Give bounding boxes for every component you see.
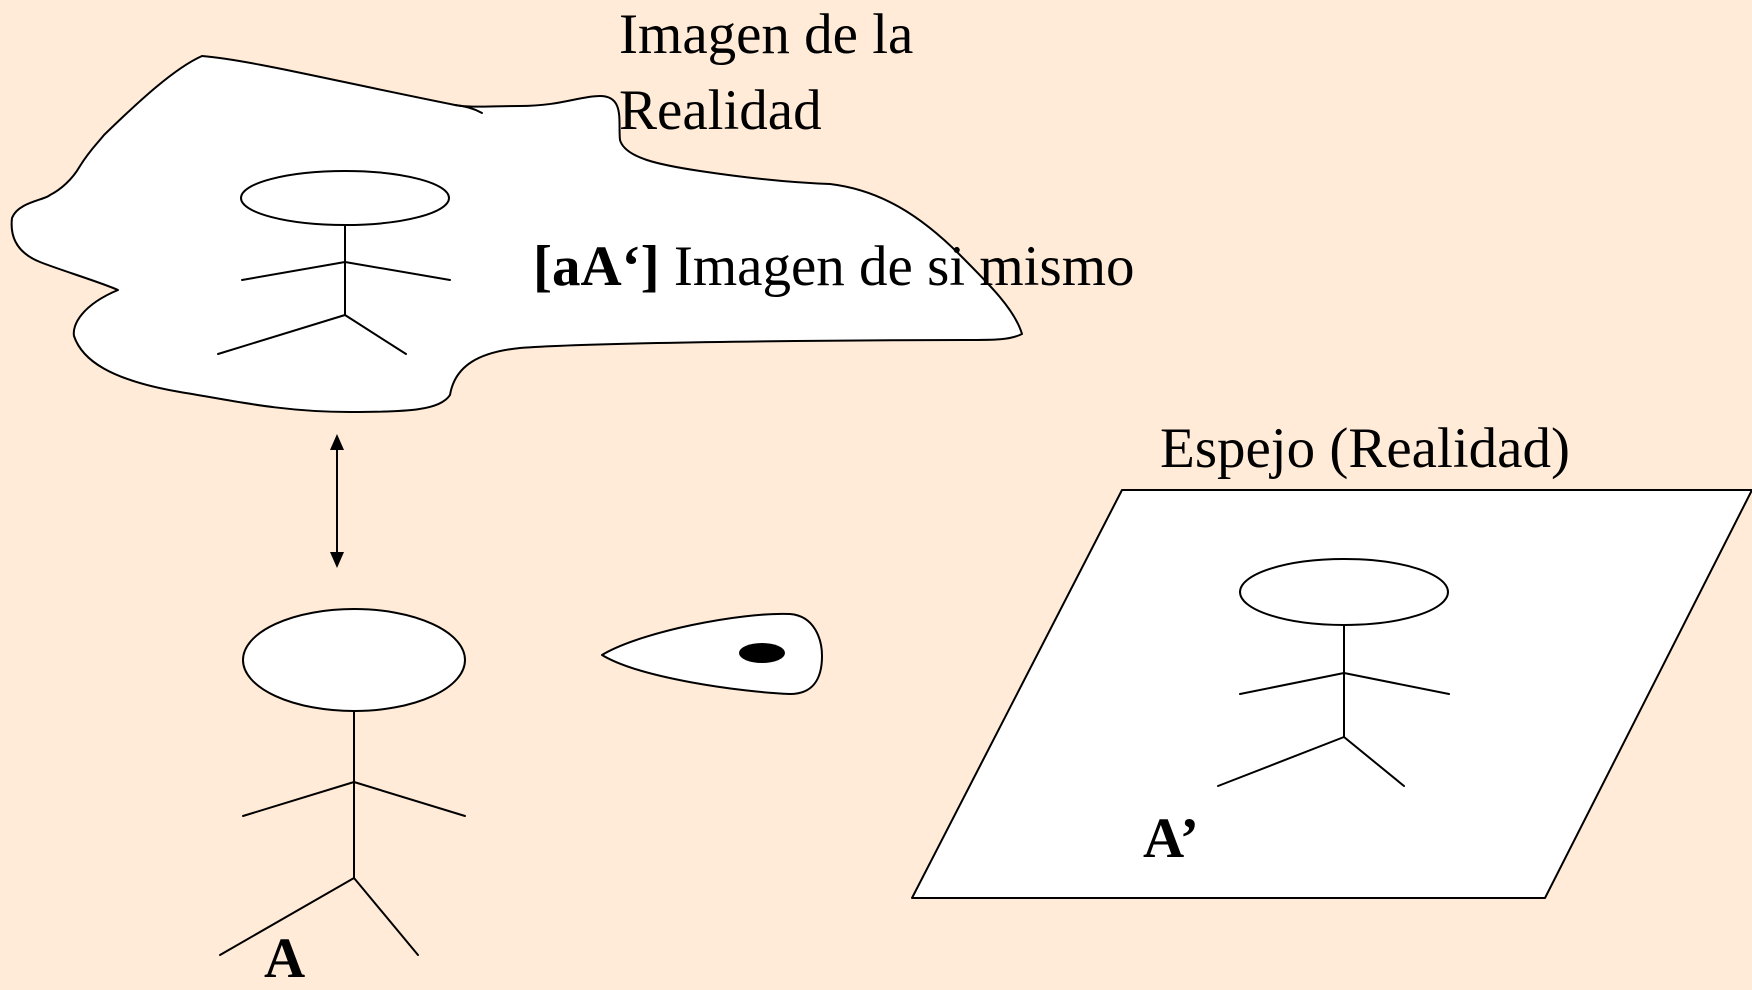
reflection-arm-left bbox=[1239, 672, 1345, 695]
reflection-head bbox=[1239, 558, 1449, 626]
reflection-arm-right bbox=[1343, 672, 1450, 695]
reality-image-title-line1: Imagen de la bbox=[619, 3, 914, 66]
double-headed-arrow-icon bbox=[330, 434, 344, 568]
self-image-leg-right bbox=[344, 314, 407, 355]
self-image-text: Imagen de si mismo bbox=[659, 235, 1135, 298]
cloud-crease bbox=[454, 104, 483, 114]
person-arm-right bbox=[353, 781, 466, 817]
person-arm-left bbox=[242, 781, 355, 817]
person-figure bbox=[219, 608, 466, 956]
mirror-title: Espejo (Realidad) bbox=[1160, 417, 1570, 480]
reality-image-cloud bbox=[10, 55, 1023, 413]
self-image-arm-left bbox=[241, 261, 346, 281]
person-label: A bbox=[264, 927, 306, 990]
self-image-label: [aA‘] Imagen de si mismo bbox=[533, 238, 1135, 295]
reflection-figure bbox=[1217, 558, 1450, 787]
person-leg-right bbox=[353, 877, 419, 956]
self-image-tag: [aA‘] bbox=[533, 235, 660, 298]
self-image-arm-right bbox=[344, 261, 451, 281]
reality-image-title-line2: Realidad bbox=[619, 79, 822, 142]
mirror-plane bbox=[911, 489, 1752, 899]
eye-pupil bbox=[739, 643, 785, 663]
self-image-head bbox=[240, 170, 450, 226]
reflection-leg-right bbox=[1343, 736, 1405, 787]
mirror-figure-label: A’ bbox=[1143, 807, 1199, 870]
reflection-leg-left bbox=[1217, 736, 1345, 787]
person-leg-left bbox=[219, 877, 355, 956]
eye-icon bbox=[601, 612, 823, 695]
self-image-leg-left bbox=[217, 314, 346, 355]
self-image-figure bbox=[217, 170, 451, 355]
person-head bbox=[242, 608, 466, 712]
